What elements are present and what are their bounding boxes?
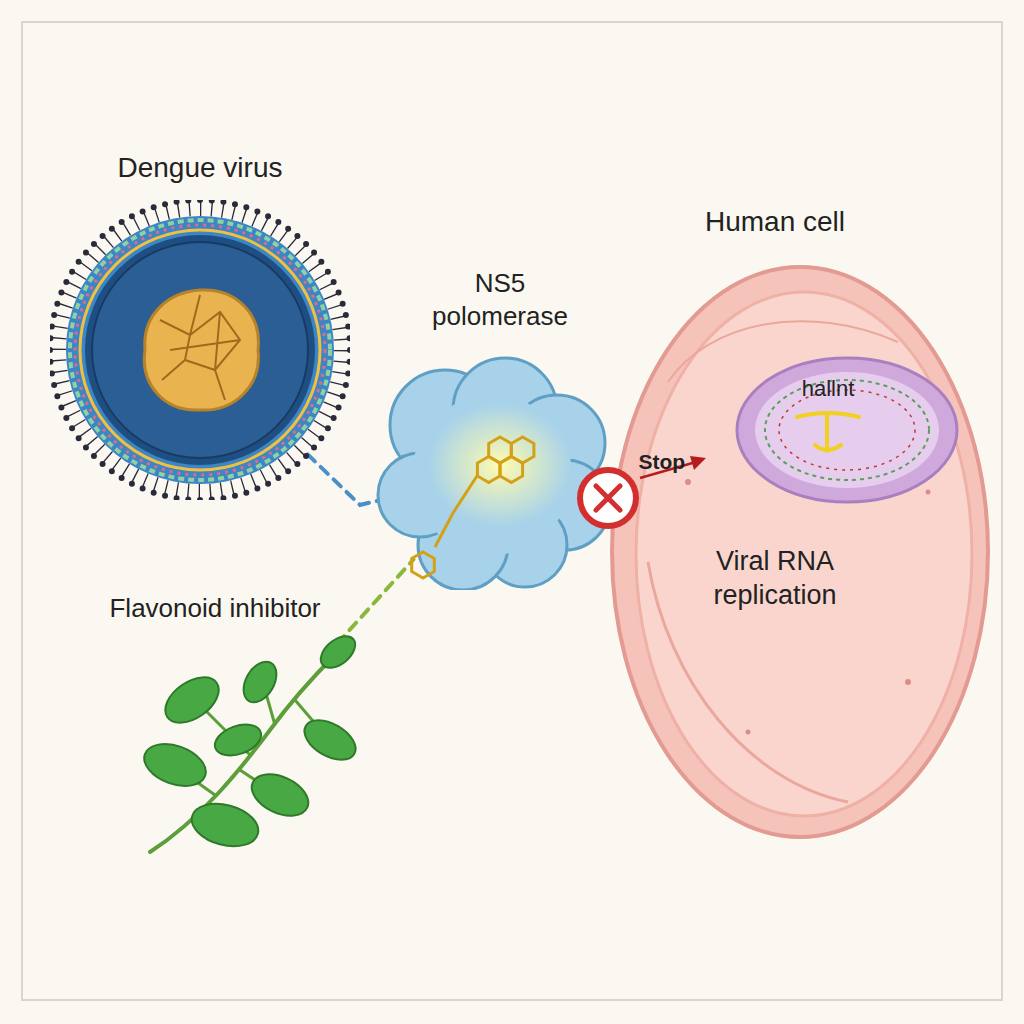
node-text: Human cell <box>625 204 925 239</box>
ns5-lobes <box>378 358 610 590</box>
cell-dot <box>746 730 751 735</box>
virus-core-net <box>160 295 240 400</box>
dashed-connector <box>325 560 413 657</box>
ns5-body <box>412 395 572 555</box>
inhibition-connector <box>606 502 611 503</box>
enzyme-node: NS5 polomerase <box>375 355 610 590</box>
node-text: Dengue virus <box>50 150 350 185</box>
virus-capsid <box>85 235 315 465</box>
virus-inner <box>92 242 308 458</box>
nucleus-inner <box>755 372 939 488</box>
virus-art <box>50 200 350 500</box>
node-text: hallnt <box>768 375 888 403</box>
plant-leaves <box>138 630 362 853</box>
virus-core <box>144 290 258 410</box>
cell-cytoplasm <box>636 292 972 816</box>
virus-spikes <box>58 208 342 492</box>
cell-dot <box>926 490 931 495</box>
ns5-active-site <box>428 403 572 527</box>
node-text: Viral RNA replication <box>655 545 895 613</box>
virus-ring <box>70 220 330 480</box>
cell-dot <box>905 679 911 685</box>
plant-art <box>120 630 370 860</box>
edge-label: Stop <box>639 450 686 474</box>
nucleus-ring <box>779 390 915 470</box>
rna-strand <box>797 413 859 451</box>
ns5-art <box>375 355 610 590</box>
nucleus-envelope <box>737 358 957 502</box>
virus-envelope <box>66 216 334 484</box>
cell-dot <box>685 479 691 485</box>
virus-ring <box>75 225 325 475</box>
virus-node: Dengue virus <box>50 200 350 500</box>
flavonoid-molecule <box>412 437 534 578</box>
virus-ring <box>80 230 320 470</box>
inhibitor-node: Flavonoid inhibitor <box>120 630 370 860</box>
node-text: Flavonoid inhibitor <box>65 592 365 625</box>
cell-node: Human cellViral RNA replication hallnt <box>608 262 993 842</box>
cell-membrane <box>612 267 988 837</box>
dashed-connector <box>308 454 379 505</box>
frame-border <box>22 22 1002 1000</box>
virus-spike-tips <box>50 200 350 500</box>
node-text: NS5 polomerase <box>420 267 580 332</box>
nucleus-node: hallnt <box>735 355 960 505</box>
